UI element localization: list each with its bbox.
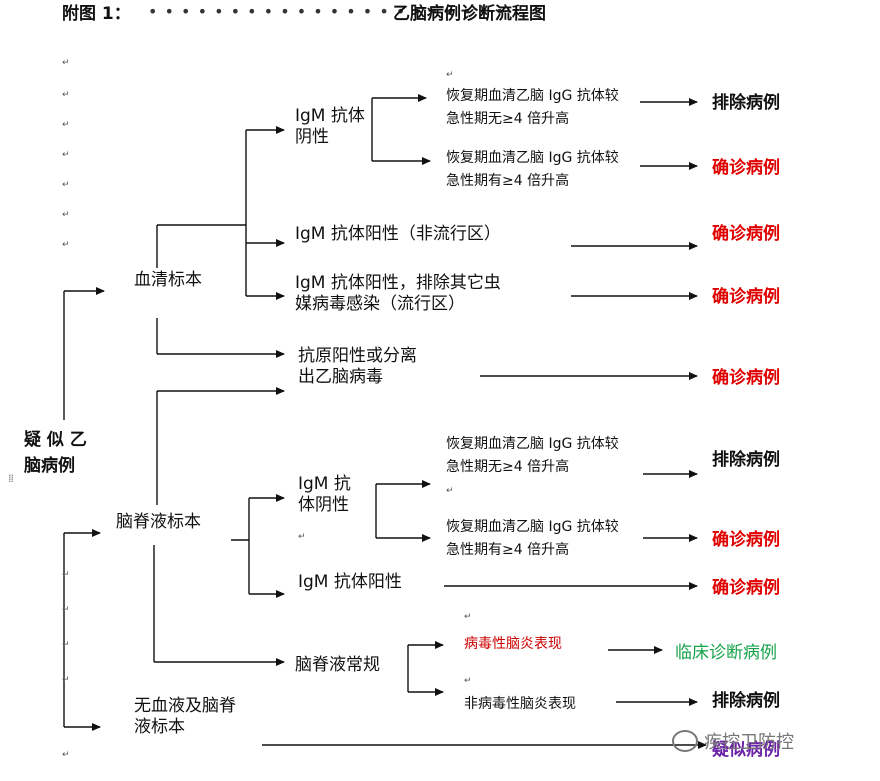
paragraph-mark: ↵ [62, 120, 70, 130]
title-leader-dots: • • • • • • • • • • • • • • • • • • • • … [148, 2, 506, 21]
csf-routine-node: 脑脊液常规 [295, 655, 380, 675]
csf-igg-no-rise-line-1: 恢复期血清乙脑 IgG 抗体较 [446, 436, 619, 452]
csf-igg-no-rise-node: 恢复期血清乙脑 IgG 抗体较 急性期无≥4 倍升高 [446, 433, 619, 479]
paragraph-mark: ↵ [62, 58, 70, 68]
paragraph-mark: ↵ [62, 210, 70, 220]
outcome-confirmed-case: 确诊病例 [712, 368, 780, 388]
paragraph-mark: ↵ [62, 675, 70, 685]
serum-igm-positive-exclude-line-1: IgM 抗体阳性，排除其它虫 [295, 273, 501, 293]
viral-encephalitis-node: 病毒性脑炎表现 [464, 636, 562, 652]
paragraph-mark: ↵ [62, 240, 70, 250]
root-label-line-1: 疑 似 乙 [24, 430, 87, 450]
outcome-confirmed-case: 确诊病例 [712, 287, 780, 307]
csf-igm-negative-node: IgM 抗 体阴性 [298, 474, 351, 517]
outcome-confirmed-case: 确诊病例 [712, 578, 780, 598]
serum-igg-rise-line-2: 急性期有≥4 倍升高 [446, 173, 570, 190]
paragraph-mark: ↵ [62, 570, 70, 580]
outcome-clinical-case: 临床诊断病例 [675, 643, 777, 663]
antigen-positive-node: 抗原阳性或分离 出乙脑病毒 [298, 346, 417, 389]
root-label-line-2: 脑病例 [24, 456, 75, 477]
paragraph-mark: ↵ [464, 676, 472, 686]
chat-bubble-icon [672, 730, 698, 752]
outcome-confirmed-case: 确诊病例 [712, 224, 780, 244]
paragraph-mark: ↵ [62, 640, 70, 650]
watermark-text: 疾控卫防控 [704, 732, 794, 753]
outcome-suspected-case: 疑似病例 [712, 740, 780, 760]
serum-igg-no-rise-line-1: 恢复期血清乙脑 IgG 抗体较 [446, 88, 619, 104]
serum-igm-negative-line-2: 阴性 [295, 127, 329, 148]
watermark: 疾控卫防控 [672, 728, 794, 754]
antigen-positive-line-1: 抗原阳性或分离 [298, 346, 417, 366]
csf-igg-no-rise-line-2: 急性期无≥4 倍升高 [446, 459, 570, 476]
paragraph-mark: ↵ [62, 90, 70, 100]
csf-igg-rise-node: 恢复期血清乙脑 IgG 抗体较 急性期有≥4 倍升高 [446, 516, 619, 562]
csf-igg-rise-line-2: 急性期有≥4 倍升高 [446, 542, 570, 559]
serum-igm-positive-nonendemic-node: IgM 抗体阳性（非流行区） [295, 224, 501, 244]
csf-igm-positive-node: IgM 抗体阳性 [298, 572, 402, 592]
serum-igm-negative-node: IgM 抗体 阴性 [295, 106, 365, 149]
root-suspected-case: 疑 似 乙 脑病例 [24, 427, 87, 480]
paragraph-mark: ↵ [62, 750, 70, 760]
antigen-positive-line-2: 出乙脑病毒 [298, 367, 383, 388]
paragraph-mark: ↵ [446, 70, 454, 80]
paragraph-mark: ↵ [62, 150, 70, 160]
page-title: 乙脑病例诊断流程图 [393, 4, 546, 24]
serum-igm-positive-exclude-line-2: 媒病毒感染（流行区） [295, 294, 465, 315]
paragraph-mark: ↵ [62, 180, 70, 190]
csf-igg-rise-line-1: 恢复期血清乙脑 IgG 抗体较 [446, 519, 619, 535]
serum-specimen-node: 血清标本 [134, 270, 202, 290]
outcome-confirmed-case: 确诊病例 [712, 530, 780, 550]
no-specimen-line-1: 无血液及脑脊 [134, 696, 236, 716]
csf-igm-negative-line-2: 体阴性 [298, 495, 349, 516]
serum-igm-positive-exclude-node: IgM 抗体阳性，排除其它虫 媒病毒感染（流行区） [295, 273, 501, 316]
no-specimen-node: 无血液及脑脊 液标本 [134, 696, 236, 739]
outcome-exclude-case: 排除病例 [712, 450, 780, 470]
serum-igg-no-rise-line-2: 急性期无≥4 倍升高 [446, 111, 570, 128]
paragraph-mark: ↵ [298, 532, 306, 542]
outcome-exclude-case: 排除病例 [712, 93, 780, 113]
csf-specimen-node: 脑脊液标本 [116, 512, 201, 532]
serum-igm-negative-line-1: IgM 抗体 [295, 106, 365, 126]
serum-igg-rise-line-1: 恢复期血清乙脑 IgG 抗体较 [446, 150, 619, 166]
paragraph-mark: ↵ [464, 612, 472, 622]
drag-handle-icon[interactable]: ⁞⁞ [8, 472, 14, 485]
serum-igg-no-rise-node: 恢复期血清乙脑 IgG 抗体较 急性期无≥4 倍升高 [446, 85, 619, 131]
paragraph-mark: ↵ [62, 605, 70, 615]
outcome-confirmed-case: 确诊病例 [712, 158, 780, 178]
no-specimen-line-2: 液标本 [134, 717, 185, 738]
outcome-exclude-case: 排除病例 [712, 691, 780, 711]
csf-igm-negative-line-1: IgM 抗 [298, 474, 351, 494]
serum-igg-rise-node: 恢复期血清乙脑 IgG 抗体较 急性期有≥4 倍升高 [446, 147, 619, 193]
figure-label: 附图 1： [62, 4, 131, 24]
nonviral-encephalitis-node: 非病毒性脑炎表现 [464, 696, 576, 712]
paragraph-mark: ↵ [446, 486, 454, 496]
